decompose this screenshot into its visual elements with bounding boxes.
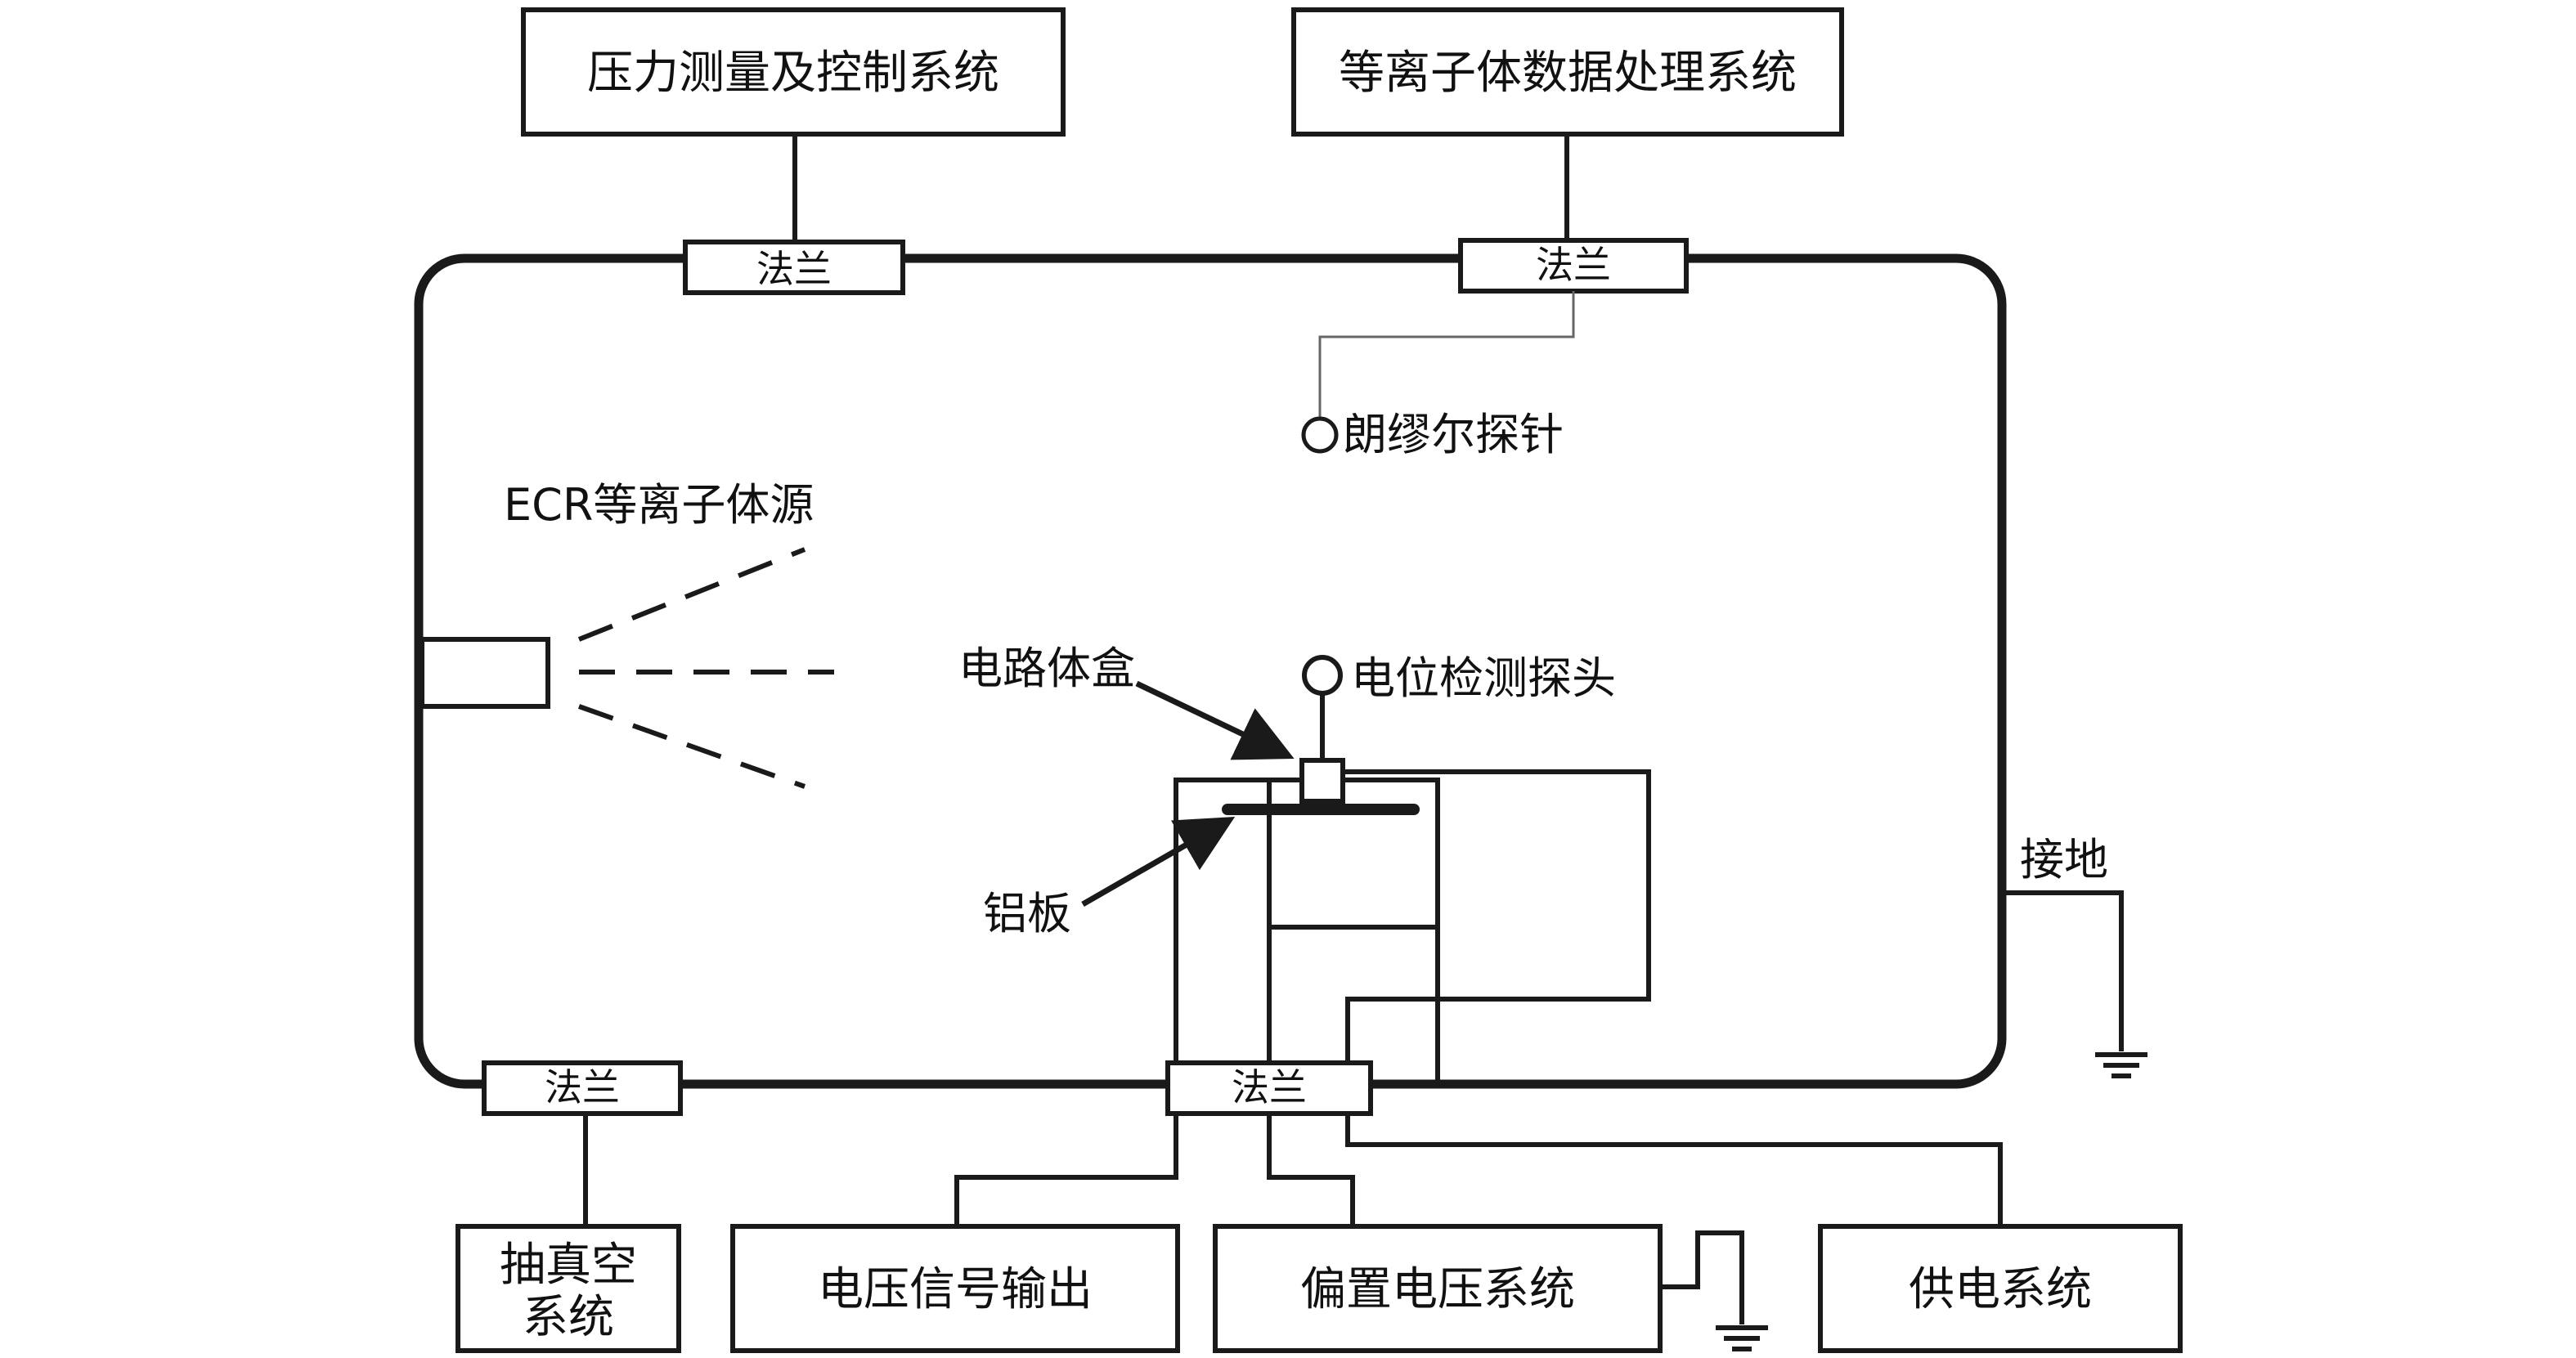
vacuum-label-line2: 系统 [523, 1291, 614, 1344]
ground-label: 接地 [2020, 834, 2108, 885]
power-supply-wire [1345, 1114, 2003, 1226]
power-supply-label: 供电系统 [1909, 1263, 2092, 1316]
aluminum-plate-label: 铝板 [983, 888, 1071, 939]
flange-bottom-center: 法兰 [1165, 1060, 1373, 1116]
plasma-data-processing-system: 等离子体数据处理系统 [1291, 7, 1844, 137]
bias-voltage-wire [1267, 1114, 1355, 1226]
voltage-signal-output-system: 电压信号输出 [730, 1224, 1180, 1353]
potential-probe-holder [1299, 758, 1345, 804]
plasma-beam-dashes [577, 547, 834, 789]
pressure-control-system: 压力测量及控制系统 [521, 7, 1066, 137]
voltage-output-label: 电压信号输出 [818, 1263, 1093, 1316]
circuit-power-wire [1343, 769, 1651, 1063]
pressure-control-label: 压力测量及控制系统 [587, 47, 999, 100]
bias-voltage-system: 偏置电压系统 [1213, 1224, 1663, 1353]
aluminum-plate-arrow [1081, 817, 1236, 908]
langmuir-probe-label: 朗缪尔探针 [1343, 409, 1564, 460]
vacuum-label-line1: 抽真空 [500, 1239, 637, 1292]
plasma-data-label: 等离子体数据处理系统 [1339, 47, 1797, 100]
potential-probe-label: 电位检测探头 [1351, 652, 1616, 704]
power-supply-system: 供电系统 [1818, 1224, 2183, 1353]
flange-top-right-label: 法兰 [1536, 243, 1611, 287]
circuit-box-label: 电路体盒 [958, 643, 1135, 694]
ground-symbol-chamber [2095, 1052, 2147, 1078]
circuit-box-inner [1267, 778, 1440, 930]
potential-probe-tip [1302, 655, 1343, 696]
voltage-output-wire [954, 1114, 1178, 1226]
flange-bottom-left: 法兰 [482, 1060, 683, 1116]
bias-ground-wire [1660, 1230, 1744, 1324]
vacuum-pump-system: 抽真空 系统 [456, 1224, 681, 1353]
bias-voltage-label: 偏置电压系统 [1300, 1263, 1575, 1316]
langmuir-probe-wire [1318, 291, 1575, 419]
flange-bottom-center-label: 法兰 [1232, 1065, 1307, 1109]
flange-top-right: 法兰 [1458, 238, 1689, 294]
ecr-source-nozzle [420, 637, 550, 709]
langmuir-probe-tip [1301, 416, 1339, 454]
flange-top-left: 法兰 [683, 240, 905, 295]
ecr-source-label: ECR等离子体源 [504, 479, 814, 531]
flange-bottom-left-label: 法兰 [545, 1065, 620, 1109]
ground-wire [2002, 890, 2124, 1051]
aluminum-plate [1222, 804, 1420, 815]
flange-top-left-label: 法兰 [756, 247, 832, 291]
circuit-box-arrow [1135, 680, 1295, 760]
ground-symbol-bias [1716, 1325, 1768, 1351]
